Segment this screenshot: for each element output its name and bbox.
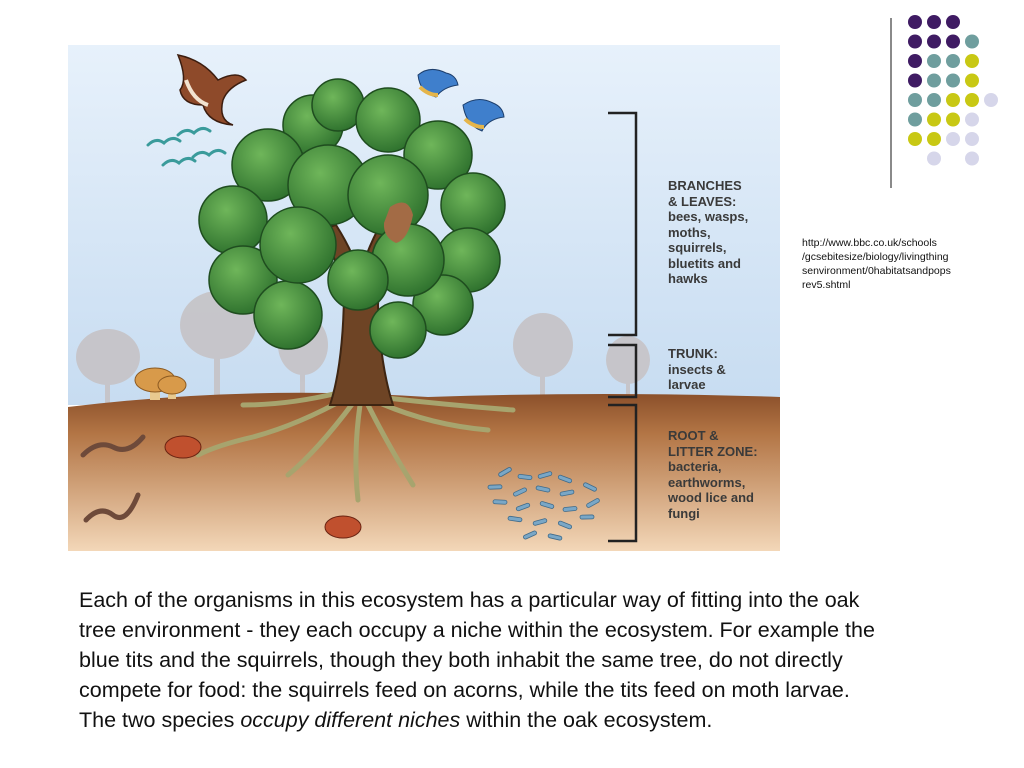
zone-brackets	[608, 111, 638, 543]
earthworm-icon	[80, 434, 146, 523]
divider-line	[890, 18, 892, 188]
bluetit-icon	[417, 69, 505, 132]
decorative-dot	[946, 132, 960, 146]
woodlouse-icon	[164, 435, 362, 539]
decorative-dot	[965, 93, 979, 107]
flying-birds-icon	[146, 126, 227, 167]
decorative-dot	[965, 73, 979, 88]
label-branches-leaves: BRANCHES & LEAVES: bees, wasps, moths, s…	[668, 178, 749, 286]
decorative-dot	[927, 112, 941, 127]
decorative-dot	[965, 132, 979, 146]
soil	[68, 392, 780, 551]
decorative-dot	[927, 34, 941, 49]
decorative-dot	[908, 112, 922, 127]
mushroom-icon	[134, 367, 187, 400]
source-url: http://www.bbc.co.uk/schools /gcsebitesi…	[802, 237, 951, 291]
decorative-dot	[908, 132, 922, 146]
label-root-litter-zone: ROOT & LITTER ZONE: bacteria, earthworms…	[668, 428, 758, 521]
decorative-dot	[965, 34, 979, 49]
decorative-dot	[946, 112, 960, 127]
decorative-dot	[927, 132, 941, 146]
decorative-dot	[908, 34, 922, 49]
decorative-dot	[946, 73, 960, 88]
background-trees	[76, 291, 650, 410]
decorative-dot	[965, 112, 979, 127]
caption-text-end: within the oak ecosystem.	[460, 707, 713, 732]
sky	[68, 45, 780, 405]
label-trunk: TRUNK: insects & larvae	[668, 346, 726, 392]
decorative-dot	[927, 93, 941, 107]
decorative-dot	[908, 54, 922, 68]
decorative-dot	[965, 54, 979, 68]
canopy	[198, 78, 506, 359]
hawk-icon	[176, 53, 248, 126]
caption-text: Each of the organisms in this ecosystem …	[79, 587, 875, 732]
bacteria-icon	[487, 467, 600, 541]
oak-ecosystem-illustration	[68, 45, 780, 551]
decorative-dot-grid	[908, 15, 998, 166]
decorative-dot	[946, 93, 960, 107]
decorative-dot	[927, 15, 941, 29]
decorative-dot	[908, 93, 922, 107]
caption-paragraph: Each of the organisms in this ecosystem …	[79, 585, 879, 735]
decorative-dot	[946, 54, 960, 68]
decorative-dot	[927, 151, 941, 166]
decorative-dot	[908, 15, 922, 29]
decorative-dot	[908, 73, 922, 88]
decorative-dot	[946, 15, 960, 29]
squirrel-icon	[383, 202, 413, 243]
decorative-dot	[927, 73, 941, 88]
decorative-dot	[984, 93, 998, 107]
caption-emphasis: occupy different niches	[240, 707, 461, 732]
decorative-dot	[946, 34, 960, 49]
decorative-dot	[927, 54, 941, 68]
decorative-dot	[965, 151, 979, 166]
roots	[195, 390, 516, 503]
